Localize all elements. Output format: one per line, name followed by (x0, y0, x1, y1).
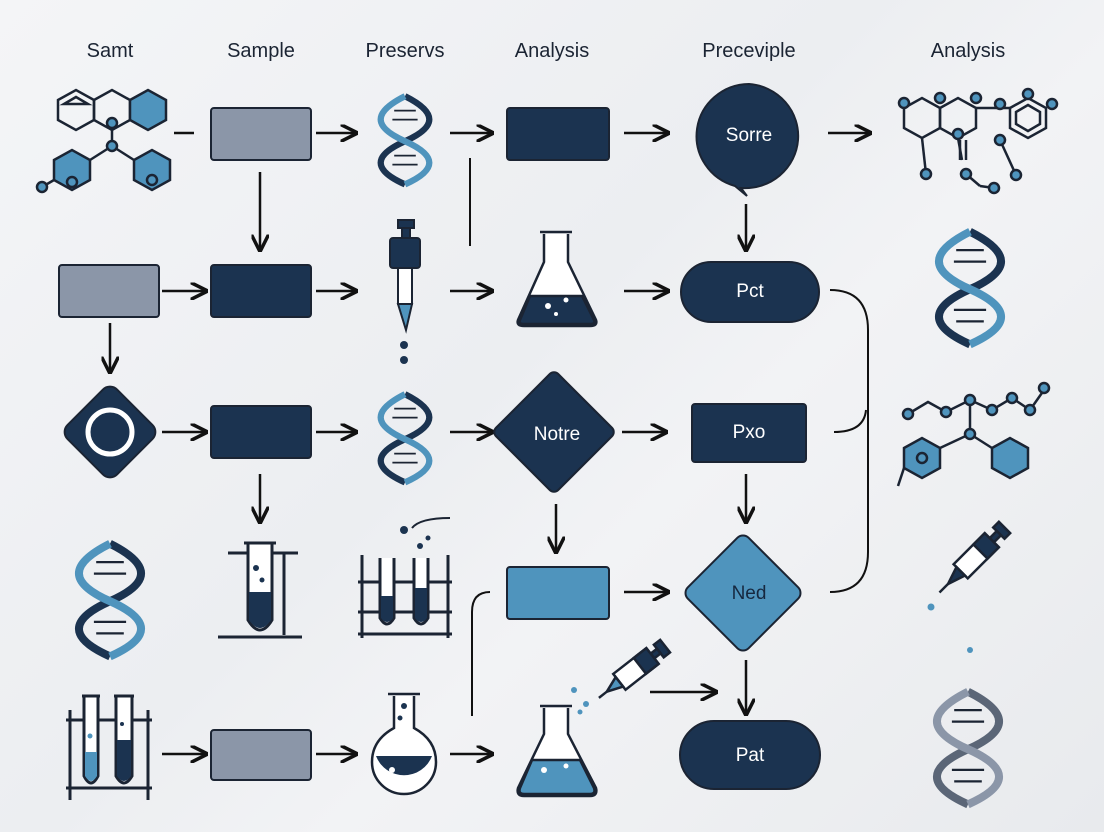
grey-box-row5 (210, 729, 312, 781)
dna-icon-row1 (381, 96, 430, 184)
pct-node (680, 261, 820, 323)
navy-box-row1 (506, 107, 610, 161)
tube-rack-icon-row4 (358, 517, 452, 638)
blue-box-row4 (506, 566, 610, 620)
dna-icon-left (79, 544, 141, 657)
column-header-1: Samt (86, 40, 134, 62)
column-header-5: Preceviple (702, 40, 796, 62)
tube-rack-icon-left (66, 694, 152, 800)
sorre-label: Sorre (725, 125, 773, 146)
syringe-icon-middle (598, 638, 672, 699)
molecule-icon-top-right (897, 87, 1059, 195)
grey-box-row2 (58, 264, 160, 318)
column-header-3: Preservs (365, 40, 445, 62)
flask-icon-row2 (516, 230, 598, 328)
dna-icon-grey (933, 688, 1003, 809)
ned-diamond (684, 534, 802, 652)
ned-label: Ned (731, 583, 767, 604)
column-header-6: Analysis (930, 40, 1006, 62)
pct-label: Pct (736, 281, 764, 302)
notre-label: Notre (533, 424, 581, 445)
molecule-icon-right-middle (896, 381, 1051, 487)
grey-box-row1 (210, 107, 312, 161)
sorre-bubble (695, 82, 800, 197)
pipette-icon (389, 219, 421, 334)
test-tube-stand-icon (218, 541, 302, 639)
pxo-label: Pxo (732, 422, 766, 443)
molecule-icon-top-left (35, 88, 172, 194)
pxo-node (691, 403, 807, 463)
pat-label: Pat (735, 745, 765, 766)
dna-icon-row3 (381, 394, 430, 482)
column-header-4: Analysis (514, 40, 590, 62)
flask-icon-bottom (516, 704, 598, 798)
navy-box-row2 (210, 264, 312, 318)
notre-diamond (493, 371, 615, 493)
diamond-circle-icon (63, 385, 157, 479)
dna-icon-right-large (939, 232, 1001, 345)
navy-box-row3 (210, 405, 312, 459)
column-header-2: Sample (227, 40, 295, 62)
round-flask-icon (370, 692, 438, 796)
syringe-icon-right (938, 520, 1012, 594)
pat-node (679, 720, 821, 790)
